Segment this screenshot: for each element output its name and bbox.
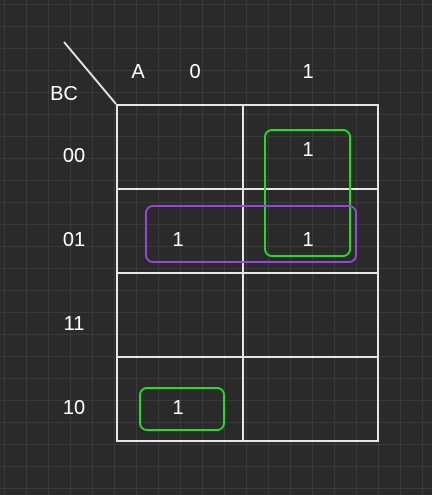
group-loop-col1-rows00-01 [264,129,351,257]
cell-value-r1-c0: 1 [172,229,184,251]
kmap-cell-r2-c0 [116,272,244,358]
kmap-cell-r3-c1 [242,356,379,442]
row-header-10: 10 [62,397,86,419]
cell-value-r0-c1: 1 [302,139,314,161]
row-header-11: 11 [63,313,85,335]
row-header-00: 00 [62,145,86,167]
cell-value-r1-c1: 1 [302,229,314,251]
kmap-cell-r2-c1 [242,272,379,358]
row-variable-label: BC [50,83,78,105]
row-header-01: 01 [62,229,86,251]
group-loop-row10-col0 [139,387,225,431]
kmap-cell-r0-c0 [116,104,244,190]
group-loop-row01 [145,205,357,263]
col-variable-label: A [131,61,145,83]
cell-value-r3-c0: 1 [172,397,184,419]
col-header-1: 1 [302,61,314,83]
col-header-0: 0 [189,61,201,83]
